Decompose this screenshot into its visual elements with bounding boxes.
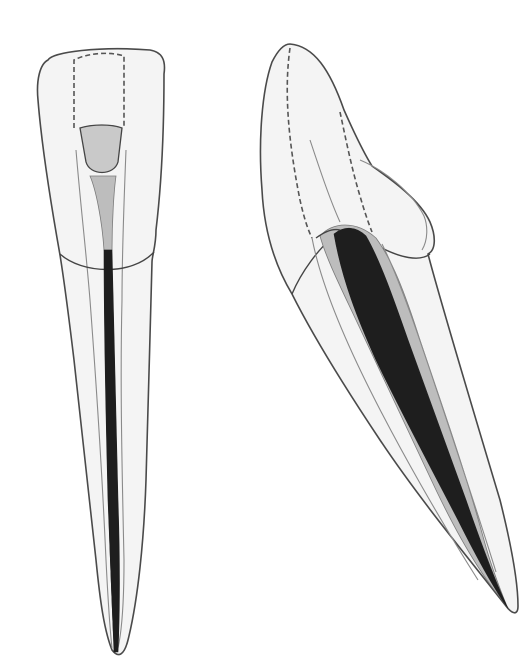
tooth-buccal-view [37,49,164,655]
tooth-proximal-view [260,44,518,613]
